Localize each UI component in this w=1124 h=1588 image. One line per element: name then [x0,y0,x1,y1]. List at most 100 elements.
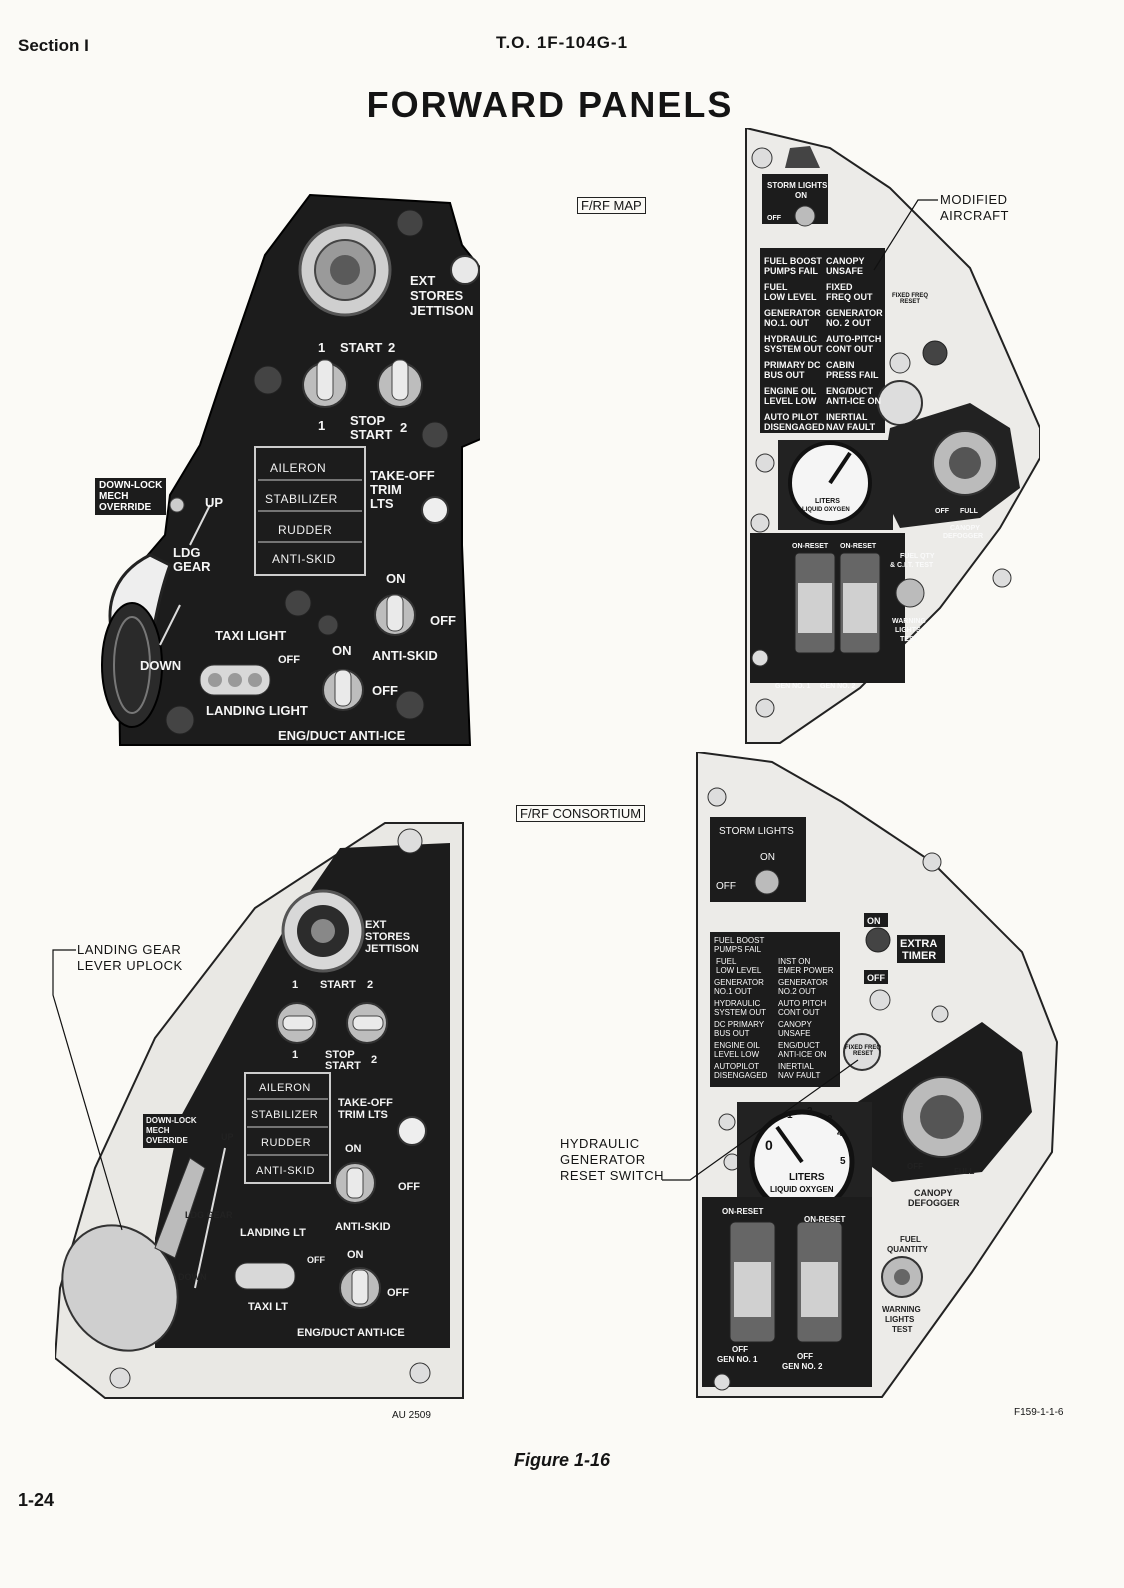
svg-text:DISENGAGED: DISENGAGED [714,1071,768,1080]
trim-anti-skid: ANTI-SKID [256,1165,315,1177]
to-number: T.O. 1F-104G-1 [495,33,629,52]
svg-text:FUEL: FUEL [764,282,788,292]
lox-label: LIQUID OXYGEN [802,507,850,513]
svg-text:AUTOPILOT: AUTOPILOT [714,1062,759,1071]
modified-aircraft-leader [873,199,938,271]
variant-label-consortium: F/RF CONSORTIUM [516,805,646,822]
ldg-gear-label: LDG GEAR [185,1210,233,1220]
landing-light-label: LANDING LIGHT [206,703,308,718]
start-2-label: 2 [388,340,395,355]
start-1-label: 1 [292,979,298,991]
svg-text:PUMPS FAIL: PUMPS FAIL [764,266,819,276]
svg-text:FUEL BOOST: FUEL BOOST [714,936,764,945]
svg-text:GENERATOR: GENERATOR [826,308,883,318]
svg-text:FUEL BOOST: FUEL BOOST [764,256,822,266]
warning-panel [710,932,840,1087]
trim-stabilizer: STABILIZER [265,492,338,506]
timer-off-label: OFF [867,973,885,983]
warning-panel [760,248,885,433]
on-reset-2: ON-RESET [804,1215,845,1224]
svg-text:UNSAFE: UNSAFE [826,266,863,276]
svg-text:FIXED: FIXED [826,282,853,292]
fixed-freq-reset-br: FIXED FREQ RESET [845,1045,882,1057]
svg-text:ANTI-ICE ON: ANTI-ICE ON [826,396,881,406]
svg-text:ON: ON [760,852,775,863]
on-reset-1: ON-RESET [792,543,829,550]
eng-duct-off-label: OFF [372,683,398,698]
gauge-5: 5 [840,1156,846,1167]
svg-text:EMER POWER: EMER POWER [778,966,834,975]
anti-skid-label: ANTI-SKID [335,1221,391,1233]
extra-timer-switch[interactable] [865,927,891,953]
svg-text:FUEL: FUEL [716,957,737,966]
gauge-4: 4 [837,1128,843,1139]
landing-lt-label: LANDING LT [240,1227,306,1239]
storm-lights-switch[interactable] [754,869,780,895]
svg-text:NAV FAULT: NAV FAULT [826,422,876,432]
svg-text:LEVEL LOW: LEVEL LOW [764,396,817,406]
svg-text:LEVEL LOW: LEVEL LOW [714,1050,760,1059]
svg-text:FREQ OUT: FREQ OUT [826,292,873,302]
start-2-label: 2 [367,979,373,991]
gear-down-label: DOWN [178,1272,207,1282]
modified-aircraft-callout: MODIFIED AIRCRAFT [940,192,1009,223]
svg-text:BUS OUT: BUS OUT [764,370,805,380]
downlock-override-bl: DOWN-LOCK MECH OVERRIDE [143,1114,197,1148]
svg-text:LOW LEVEL: LOW LEVEL [716,966,762,975]
taxi-lt-label: TAXI LT [248,1301,288,1313]
panel-inner [155,843,450,1348]
svg-text:AUTO PILOT: AUTO PILOT [764,412,819,422]
svg-text:HYDRAULIC: HYDRAULIC [764,334,817,344]
anti-skid-on-label: ON [386,571,406,586]
timer-on-label: ON [867,916,881,926]
svg-text:GENERATOR: GENERATOR [764,308,821,318]
storm-off-label: OFF [767,215,782,222]
gauge-0: 0 [765,1137,773,1153]
anti-skid-off-label: OFF [398,1181,420,1193]
page-title: FORWARD PANELS [366,84,734,125]
fixed-freq-reset-tr: FIXED FREQ RESET [891,293,928,305]
trim-rudder: RUDDER [278,523,332,537]
eng-duct-label: ENG/DUCT ANTI-ICE [297,1327,405,1339]
anti-skid-label: ANTI-SKID [372,648,438,663]
trim-stabilizer: STABILIZER [251,1109,318,1121]
fixed-freq-reset-switch[interactable] [843,1033,881,1071]
defog-off: OFF [907,1162,923,1171]
svg-text:GENERATOR: GENERATOR [714,978,764,987]
svg-text:INERTIAL: INERTIAL [778,1062,814,1071]
landing-off-label: OFF [307,1255,325,1265]
svg-text:NO.2 OUT: NO.2 OUT [778,987,816,996]
svg-text:NAV FAULT: NAV FAULT [778,1071,820,1080]
eng-duct-on-label: ON [347,1249,364,1261]
gauge-3: 3 [827,1114,833,1125]
storm-lights-switch[interactable] [794,205,816,227]
fixed-freq-reset-switch[interactable] [877,380,923,426]
svg-text:CANOPY: CANOPY [778,1020,812,1029]
svg-text:BUS OUT: BUS OUT [714,1029,750,1038]
trim-aileron: AILERON [259,1082,311,1094]
svg-text:PRESS FAIL: PRESS FAIL [826,370,879,380]
page-number: 1-24 [18,1490,55,1510]
eng-duct-label: ENG/DUCT ANTI-ICE [278,728,406,743]
anti-skid-off-label: OFF [430,613,456,628]
downlock-override-tl: DOWN-LOCK MECH OVERRIDE [95,478,167,515]
svg-text:ENGINE OIL: ENGINE OIL [714,1041,760,1050]
landing-gear-lever[interactable] [55,1204,200,1372]
eng-duct-off-label: OFF [387,1287,409,1299]
landing-taxi-switch[interactable] [234,1262,296,1290]
figure-caption: Figure 1-16 [513,1450,611,1470]
svg-text:PRIMARY DC: PRIMARY DC [764,360,821,370]
fuel-qty-test-switch[interactable] [895,578,925,608]
svg-text:NO. 2 OUT: NO. 2 OUT [826,318,872,328]
taxi-light-label: TAXI LIGHT [215,628,286,643]
stop-1-label: 1 [292,1049,298,1061]
